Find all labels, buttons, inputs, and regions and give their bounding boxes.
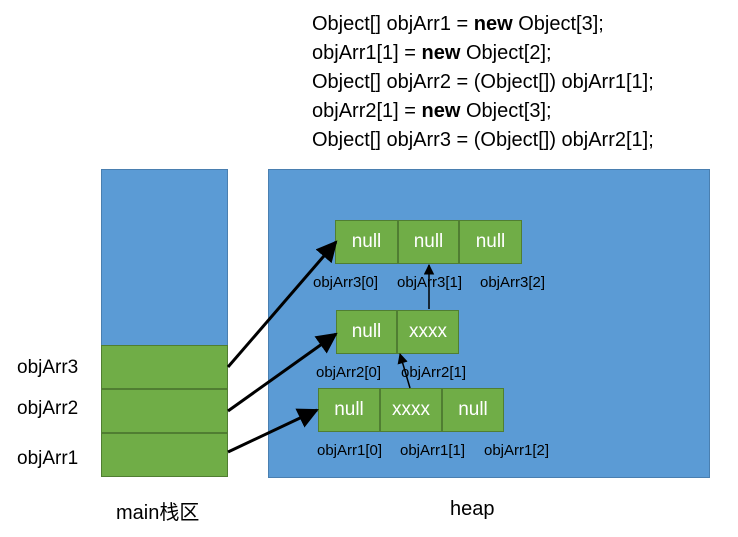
heap-caption: heap — [450, 498, 495, 520]
heap-index-objarr3-2: objArr3[2] — [480, 274, 546, 291]
stack-var-label-objarr1: objArr1 — [17, 448, 79, 469]
heap-index-objarr1-2: objArr1[2] — [484, 442, 550, 459]
stack-slot-objarr2 — [101, 389, 228, 433]
code-line-1: Object[] objArr1 = new Object[3]; — [312, 13, 604, 35]
code-line-3: Object[] objArr2 = (Object[]) objArr1[1]… — [312, 71, 654, 93]
heap-index-objarr1-1: objArr1[1] — [400, 442, 466, 459]
heap-cell-objarr3-1: null — [398, 220, 459, 264]
watermark: 云栖社区 yq.aliyun.com — [508, 505, 706, 526]
heap-cell-objarr1-0: null — [318, 388, 380, 432]
heap-cell-objarr1-1: xxxx — [380, 388, 442, 432]
heap-cell-objarr3-2: null — [459, 220, 522, 264]
heap-cell-objarr2-0: null — [336, 310, 397, 354]
heap-index-objarr2-0: objArr2[0] — [316, 364, 382, 381]
heap-index-objarr3-0: objArr3[0] — [313, 274, 379, 291]
arrow-objarr2-to-array — [227, 332, 338, 413]
code-line-2: objArr1[1] = new Object[2]; — [312, 42, 552, 64]
arrow-objarr3-to-array — [226, 240, 338, 368]
heap-cell-objarr3-0: null — [335, 220, 398, 264]
stack-var-label-objarr2: objArr2 — [17, 398, 79, 419]
code-line-5: Object[] objArr3 = (Object[]) objArr2[1]… — [312, 129, 654, 151]
stack-slot-objarr1 — [101, 433, 228, 477]
heap-cell-objarr2-1: xxxx — [397, 310, 459, 354]
stack-caption: main栈区 — [116, 502, 200, 524]
stack-slot-objarr3 — [101, 345, 228, 389]
heap-cell-objarr1-2: null — [442, 388, 504, 432]
stack-var-label-objarr3: objArr3 — [17, 357, 79, 378]
heap-index-objarr1-0: objArr1[0] — [317, 442, 383, 459]
code-snippet: Object[] objArr1 = new Object[3]; objArr… — [312, 10, 654, 155]
heap-index-objarr2-1: objArr2[1] — [401, 364, 467, 381]
arrow-objarr1-to-array — [227, 408, 319, 454]
arrow-objarr1-1-to-objarr2 — [397, 352, 411, 389]
code-line-4: objArr2[1] = new Object[3]; — [312, 100, 552, 122]
